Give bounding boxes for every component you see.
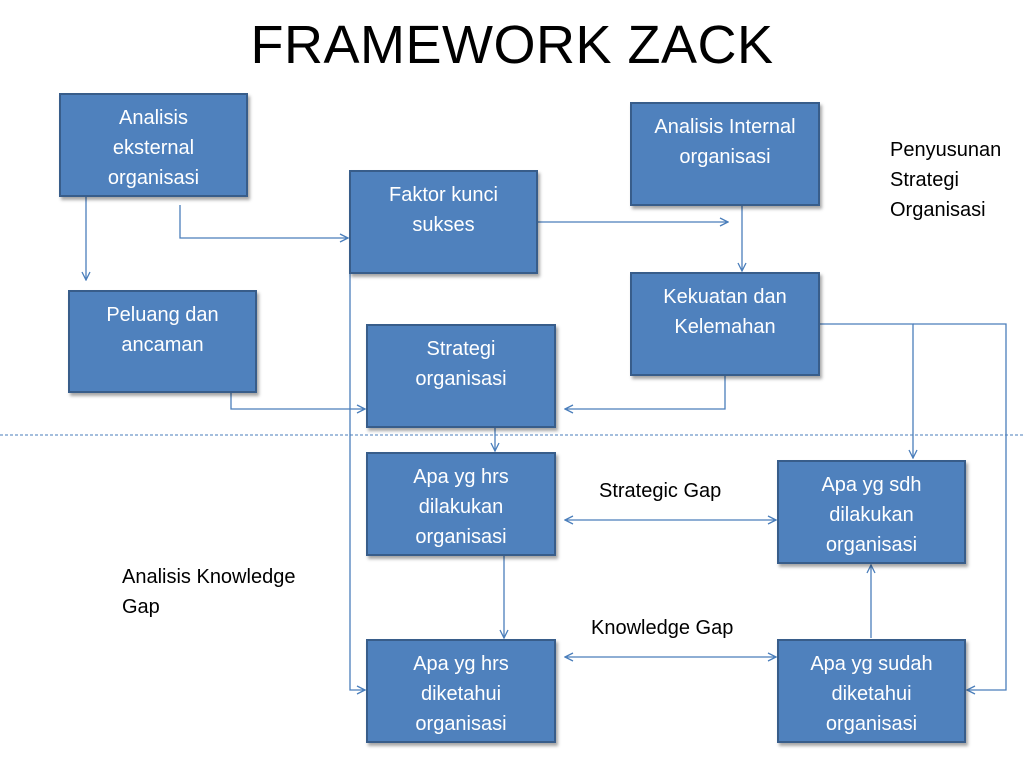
box-faktor-kunci-sukses-text: Faktor kunci sukses [389, 184, 498, 236]
box-sudah-diketahui: Apa yg sudah diketahui organisasi [777, 639, 966, 743]
label-strategic-gap: Strategic Gap [599, 480, 722, 502]
box-hrs-dilakukan-text: Apa yg hrs dilakukan organisasi [413, 466, 509, 548]
arrow-kekuatan-strategi [565, 376, 726, 409]
box-analisis-internal: Analisis Internal organisasi [630, 102, 820, 206]
box-peluang-ancaman-text: Peluang dan ancaman [106, 304, 219, 356]
box-peluang-ancaman: Peluang dan ancaman [68, 290, 257, 393]
box-sdh-dilakukan-text: Apa yg sdh dilakukan organisasi [821, 474, 922, 556]
box-hrs-diketahui: Apa yg hrs diketahui organisasi [366, 639, 556, 743]
box-analisis-internal-text: Analisis Internal organisasi [654, 116, 796, 168]
arrow-kekuatan-sdh-dilakukan [820, 323, 913, 458]
box-analisis-eksternal-text: Analisis eksternal organisasi [107, 107, 200, 189]
box-faktor-kunci-sukses: Faktor kunci sukses [349, 170, 538, 274]
arrow-eksternal-faktor [179, 205, 348, 238]
box-strategi-organisasi: Strategi organisasi [366, 324, 556, 428]
arrow-faktor-hrs-diketahui [349, 272, 365, 690]
box-sdh-dilakukan: Apa yg sdh dilakukan organisasi [777, 460, 966, 564]
label-penyusunan-strategi: Penyusunan Strategi Organisasi [890, 139, 1002, 221]
page-title: FRAMEWORK ZACK [250, 15, 774, 75]
arrow-peluang-strategi [230, 392, 365, 409]
arrow-kekuatan-sudah-diketahui [913, 323, 1007, 690]
box-hrs-dilakukan: Apa yg hrs dilakukan organisasi [366, 452, 556, 556]
box-kekuatan-kelemahan: Kekuatan dan Kelemahan [630, 272, 820, 376]
box-kekuatan-kelemahan-text: Kekuatan dan Kelemahan [663, 286, 787, 338]
label-analisis-knowledge-gap: Analisis Knowledge Gap [122, 566, 296, 618]
box-analisis-eksternal: Analisis eksternal organisasi [59, 93, 248, 197]
box-strategi-organisasi-text: Strategi organisasi [415, 338, 507, 390]
label-knowledge-gap: Knowledge Gap [591, 617, 734, 639]
box-hrs-diketahui-text: Apa yg hrs diketahui organisasi [413, 653, 509, 735]
box-sudah-diketahui-text: Apa yg sudah diketahui organisasi [810, 653, 933, 735]
